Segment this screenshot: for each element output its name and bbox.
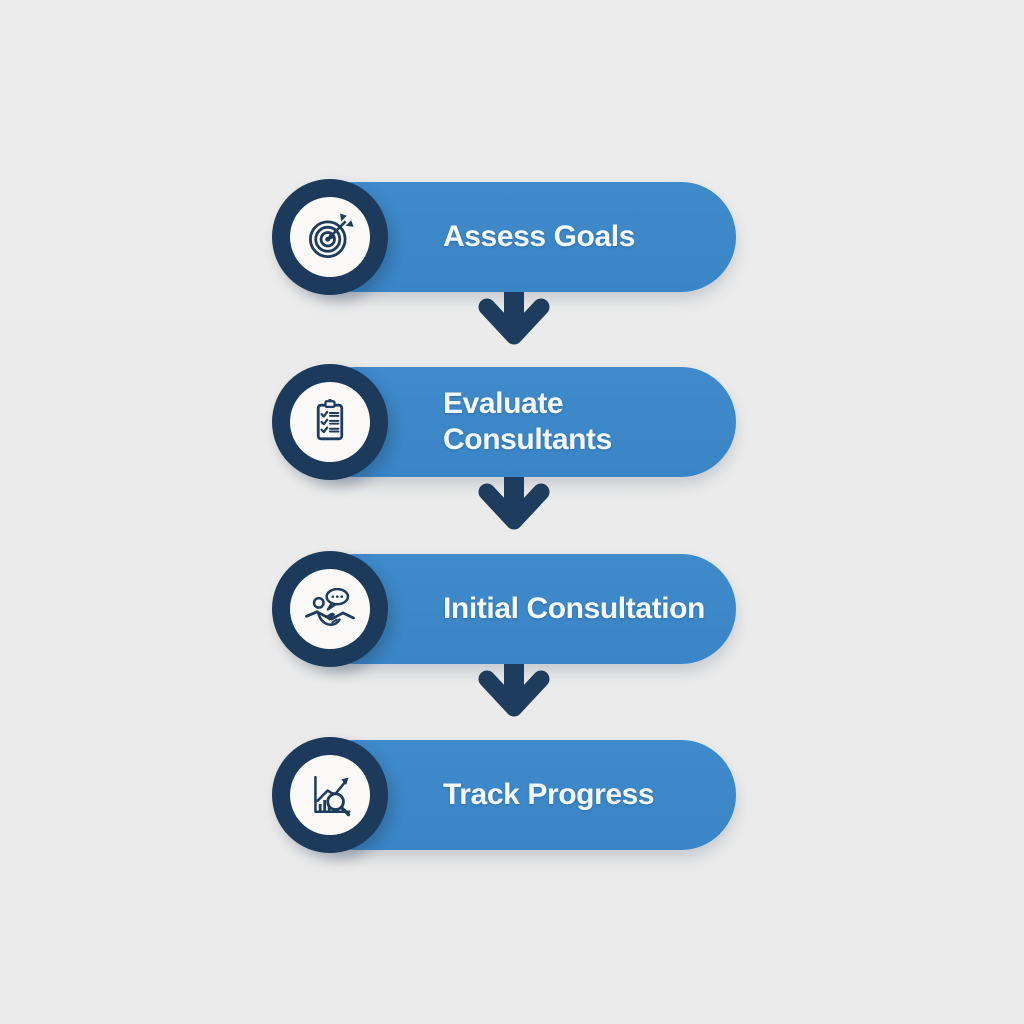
step-icon-circle (290, 569, 370, 649)
target-icon (309, 213, 354, 258)
step-label-line: Initial Consultation (443, 592, 705, 625)
chart-magnifier-icon (314, 775, 351, 817)
step-label-line: Consultants (443, 423, 612, 456)
down-arrow (478, 664, 550, 717)
step-evaluate-consultants: Evaluate Consultants (272, 364, 736, 480)
handshake-chat-icon (305, 587, 355, 626)
down-arrow (478, 477, 550, 530)
step-icon-circle (290, 197, 370, 277)
step-icon-badge (272, 364, 388, 480)
step-label: Track Progress (443, 740, 655, 850)
step-icon-circle (290, 382, 370, 462)
step-icon-badge (272, 737, 388, 853)
step-label: Evaluate Consultants (443, 367, 612, 477)
step-label-line: Track Progress (443, 778, 655, 811)
step-track-progress: Track Progress (272, 737, 736, 853)
checklist-icon (316, 399, 344, 441)
step-label: Initial Consultation (443, 554, 705, 664)
step-icon-badge (272, 551, 388, 667)
step-label: Assess Goals (443, 182, 635, 292)
step-icon-badge (272, 179, 388, 295)
step-label-line: Evaluate (443, 387, 564, 420)
step-icon-circle (290, 755, 370, 835)
step-label-line: Assess Goals (443, 220, 635, 253)
step-assess-goals: Assess Goals (272, 179, 736, 295)
step-initial-consultation: Initial Consultation (272, 551, 736, 667)
down-arrow (478, 292, 550, 345)
